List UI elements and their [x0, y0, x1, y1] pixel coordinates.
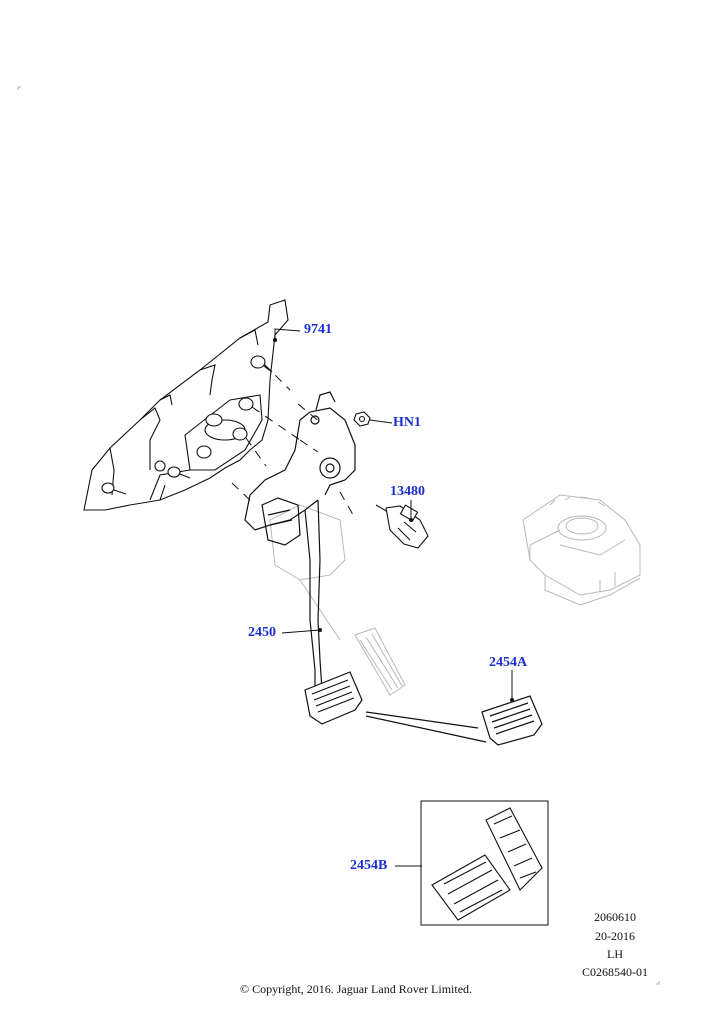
callout-hn1[interactable]: HN1: [393, 415, 421, 430]
callout-leaders: [274, 328, 513, 867]
stop-lamp-switch: [375, 504, 429, 549]
callout-2454b[interactable]: 2454B: [350, 858, 388, 873]
callout-2454a[interactable]: 2454A: [489, 655, 528, 670]
pedal-pad-2454a: [481, 695, 543, 746]
corner-mark-top-left: [17, 86, 21, 90]
nut-hn1: [353, 411, 371, 427]
brake-pedal-assembly: [244, 391, 356, 696]
bracket-studs: [101, 355, 273, 495]
meta-line-4: C0268540-01: [582, 965, 648, 979]
inset-pedal-pads: [431, 807, 543, 921]
pad-connector-lines: [365, 711, 487, 743]
brake-pedal-pad: [304, 671, 363, 725]
corner-mark-bottom-right: [656, 981, 660, 985]
meta-line-3: LH: [607, 947, 623, 961]
callout-13480[interactable]: 13480: [390, 484, 425, 499]
pedal-bracket-plate: [83, 299, 289, 511]
callout-2450[interactable]: 2450: [248, 625, 276, 640]
callout-dots: [273, 338, 514, 702]
assembly-guide-lines: [231, 363, 357, 521]
callout-9741[interactable]: 9741: [304, 322, 332, 337]
ghost-gear-selector: [522, 494, 641, 606]
ghost-accelerator-pedal: [269, 504, 406, 696]
meta-line-1: 2060610: [594, 910, 636, 924]
copyright-notice: © Copyright, 2016. Jaguar Land Rover Lim…: [239, 982, 473, 996]
meta-line-2: 20-2016: [595, 929, 635, 943]
